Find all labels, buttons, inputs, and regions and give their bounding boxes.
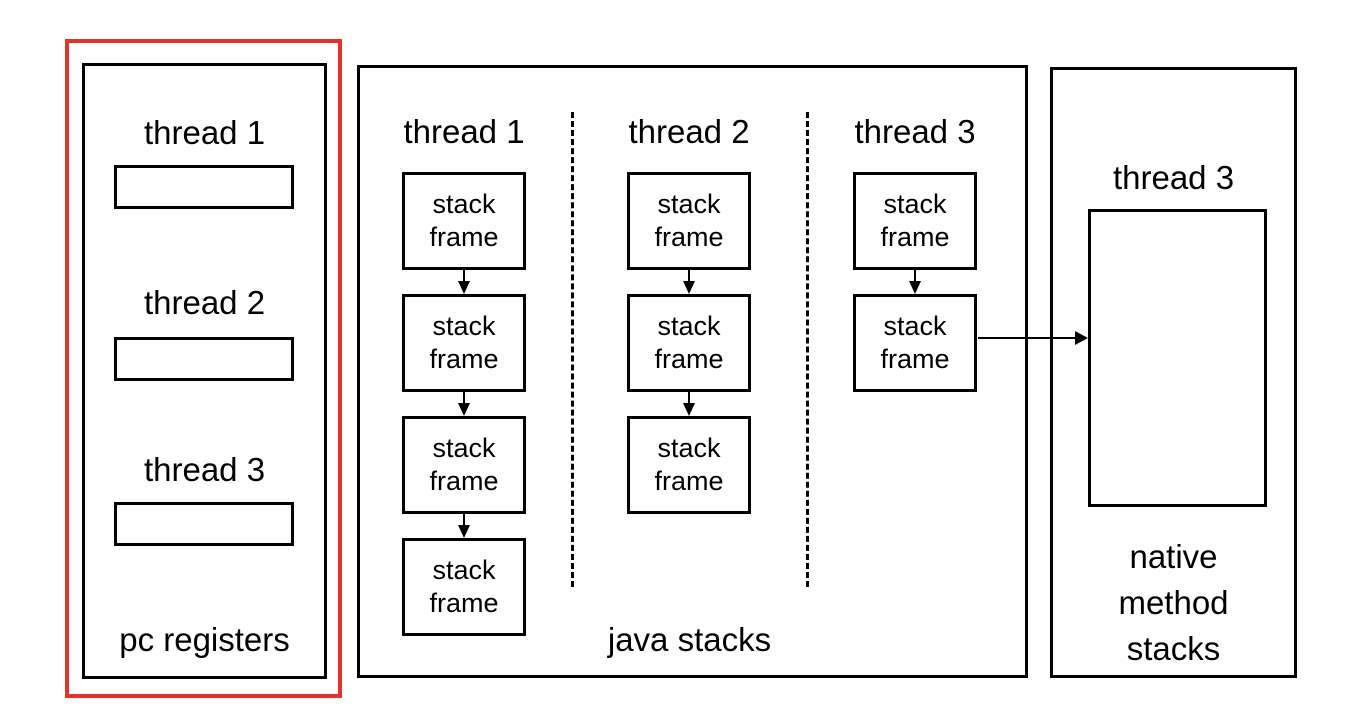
java-stacks-label: java stacks	[607, 621, 772, 658]
stack-frame-box: stack frame	[853, 172, 977, 270]
stack-frames: stack frame stack frame stack frame	[627, 172, 751, 514]
pc-register-slot	[114, 165, 294, 209]
native-method-stacks-panel: thread 3 native method stacks	[1050, 67, 1297, 678]
stack-frame-box: stack frame	[402, 416, 526, 514]
stack-frames: stack frame stack frame	[853, 172, 977, 392]
stack-column-label: thread 1	[403, 113, 525, 150]
stack-frames: stack frame stack frame stack frame stack f…	[402, 172, 526, 636]
down-arrow-icon	[909, 270, 921, 294]
stack-frame-box: stack frame	[402, 172, 526, 270]
stack-frame-box: stack frame	[402, 538, 526, 636]
stack-frame-box: stack frame	[627, 294, 751, 392]
pc-register-slot	[114, 502, 294, 546]
pc-registers-panel: thread 3 thread 2 thread 1 pc registers	[82, 63, 327, 679]
stack-column-label: thread 3	[854, 113, 976, 150]
column-divider-dashed	[806, 112, 809, 587]
java-to-native-arrow	[978, 330, 1088, 346]
pc-registers-highlight-box	[65, 39, 342, 698]
arrow-head-icon	[1075, 331, 1088, 345]
down-arrow-icon	[683, 392, 695, 416]
native-stack-rect	[1088, 209, 1267, 507]
native-thread-label: thread 3	[1112, 159, 1235, 196]
down-arrow-icon	[458, 514, 470, 538]
stack-column-label: thread 2	[628, 113, 750, 150]
arrow-stem	[978, 337, 1076, 339]
stack-frame-box: stack frame	[853, 294, 977, 392]
pc-thread-label: thread 2	[143, 284, 266, 321]
pc-thread-label: thread 1	[143, 114, 266, 151]
pc-register-slot	[114, 337, 294, 381]
column-divider-dashed	[571, 112, 574, 587]
down-arrow-icon	[683, 270, 695, 294]
down-arrow-icon	[458, 392, 470, 416]
stack-frame-box: stack frame	[627, 172, 751, 270]
pc-registers-label: pc registers	[119, 621, 290, 658]
pc-thread-label: thread 3	[143, 451, 266, 488]
stack-frame-box: stack frame	[627, 416, 751, 514]
stack-frame-box: stack frame	[402, 294, 526, 392]
down-arrow-icon	[458, 270, 470, 294]
stack-column-thread-3: thread 3 stack frame stack frame	[853, 112, 977, 392]
native-method-stacks-label: native method stacks	[1118, 538, 1229, 667]
